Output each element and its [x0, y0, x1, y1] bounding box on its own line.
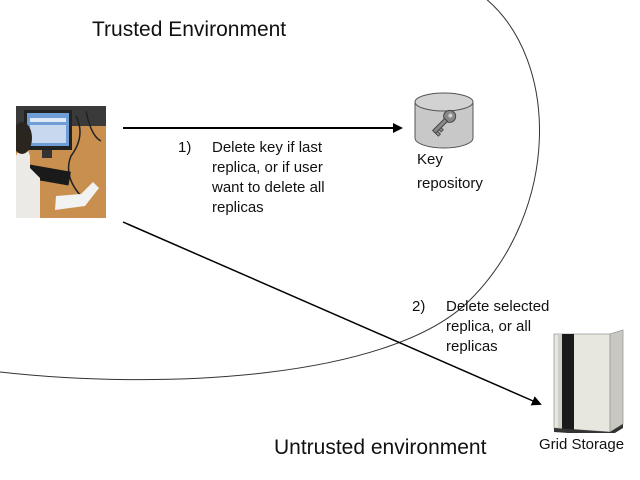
step-2-number: 2): [412, 298, 426, 315]
step-2-annotation: 2) Delete selected replica, or all repli…: [412, 297, 549, 357]
step-1-annotation: 1) Delete key if last replica, or if use…: [178, 138, 325, 218]
key-icon: [431, 109, 457, 137]
step-1-number: 1): [178, 139, 192, 156]
trusted-environment-boundary: [0, 0, 540, 381]
step-1-text: Delete key if last replica, or if user w…: [212, 139, 325, 216]
untrusted-environment-title: Untrusted environment: [274, 436, 487, 459]
user-at-computer-photo: [12, 106, 106, 218]
grid-storage-server-icon: [548, 328, 626, 436]
key-repository-icon: [413, 92, 475, 150]
arrow-user-to-grid-storage: [122, 221, 542, 406]
key-repository-label: Key repository: [417, 151, 483, 192]
grid-storage-label: Grid Storage: [539, 436, 625, 453]
trusted-environment-title: Trusted Environment: [92, 18, 287, 41]
step-2-text: Delete selected replica, or all replicas: [446, 298, 550, 355]
